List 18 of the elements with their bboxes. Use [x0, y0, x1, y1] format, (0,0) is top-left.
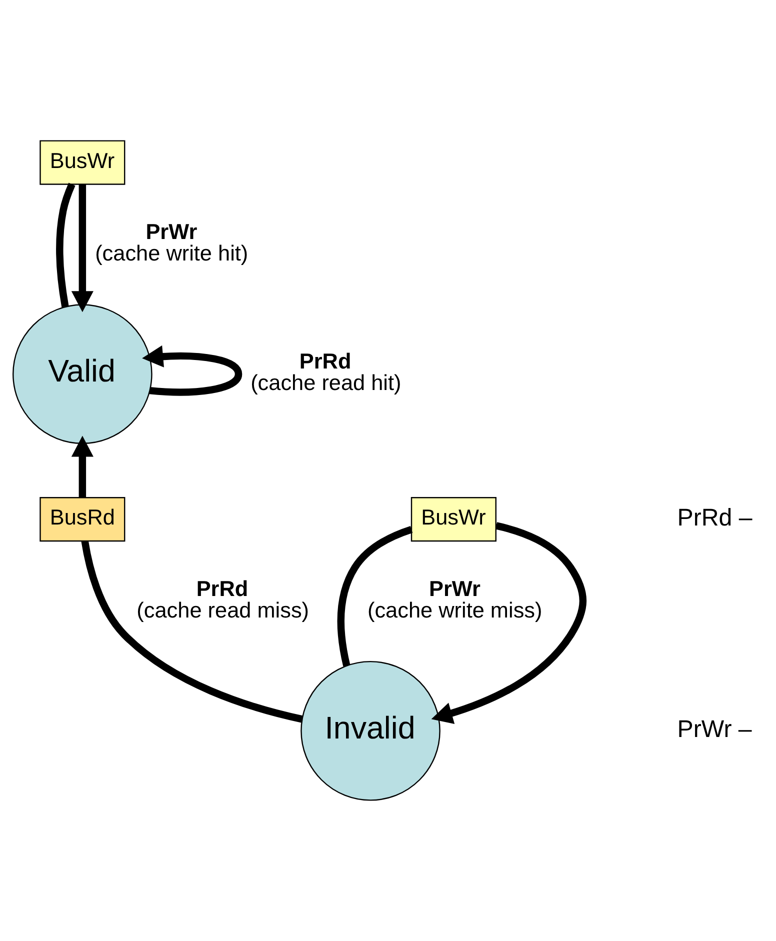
node-box: BusWr — [40, 140, 126, 185]
connector — [81, 540, 303, 723]
arrow — [142, 345, 242, 396]
arrow — [71, 184, 94, 312]
label: PrWr – — [677, 716, 752, 743]
arrow — [71, 436, 94, 498]
node-circle: Invalid — [300, 660, 440, 801]
connector — [56, 182, 76, 308]
connector — [337, 526, 413, 666]
edge-label: PrWr (cache write miss) — [368, 576, 542, 622]
edge-label: PrRd (cache read hit) — [250, 348, 402, 396]
node-circle: Valid — [12, 304, 152, 444]
node-box: BusRd — [40, 497, 126, 542]
label: PrRd – — [677, 504, 752, 532]
node-box: BusWr — [410, 497, 496, 542]
edge-label: PrRd (cache read miss) — [136, 576, 310, 622]
edge-label: PrWr (cache write hit) — [95, 218, 248, 266]
arrow — [431, 522, 587, 724]
